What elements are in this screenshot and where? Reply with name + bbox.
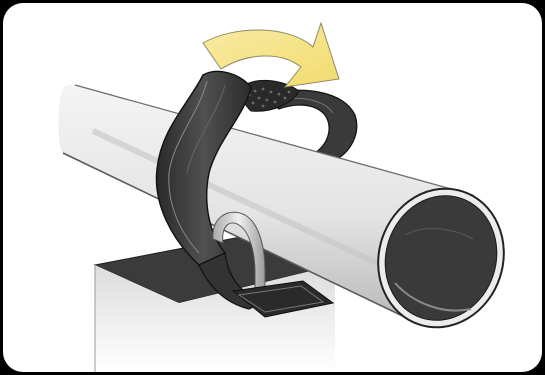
pipe-strap-illustration <box>3 3 542 372</box>
illustration-frame <box>3 3 542 372</box>
